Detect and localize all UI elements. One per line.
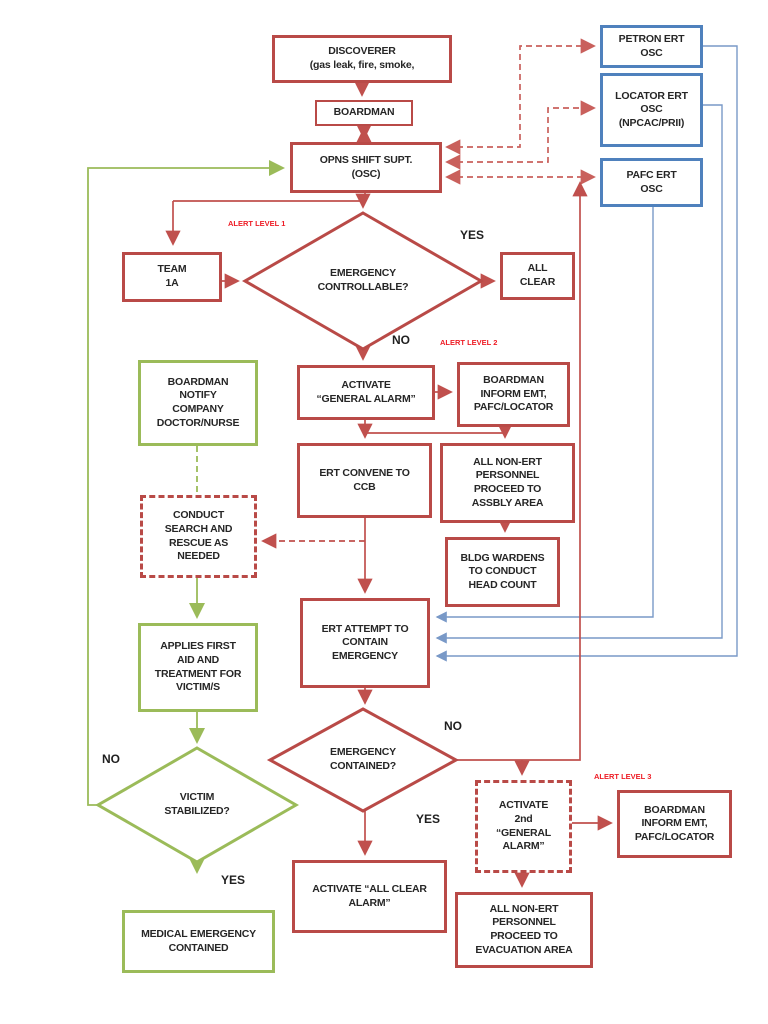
node-applies-first-aid: APPLIES FIRST AID AND TREATMENT FOR VICT… <box>138 623 258 712</box>
decision-victim-stabilized-label: VICTIM STABILIZED? <box>164 791 230 817</box>
label-no-contained: NO <box>444 719 462 733</box>
diamond-emergency-contained <box>266 707 460 813</box>
label-yes-stabilized: YES <box>221 873 246 887</box>
label-alert-level-1: ALERT LEVEL 1 <box>228 219 286 228</box>
decision-emergency-controllable-label: EMERGENCY CONTROLLABLE? <box>317 267 409 293</box>
label-alert-level-3: ALERT LEVEL 3 <box>594 772 652 781</box>
label-yes-controllable: YES <box>460 228 485 242</box>
node-ert-convene-ccb: ERT CONVENE TO CCB <box>297 443 432 518</box>
node-petron-ert-osc: PETRON ERT OSC <box>600 25 703 68</box>
node-all-non-ert-assbly: ALL NON-ERT PERSONNEL PROCEED TO ASSBLY … <box>440 443 575 523</box>
node-conduct-search-rescue: CONDUCT SEARCH AND RESCUE AS NEEDED <box>140 495 257 578</box>
node-boardman-notify-doctor: BOARDMAN NOTIFY COMPANY DOCTOR/NURSE <box>138 360 258 446</box>
label-alert-level-2: ALERT LEVEL 2 <box>440 338 498 347</box>
node-locator-ert-osc: LOCATOR ERT OSC (NPCAC/PRII) <box>600 73 703 147</box>
node-all-non-ert-evacuation: ALL NON-ERT PERSONNEL PROCEED TO EVACUAT… <box>455 892 593 968</box>
node-bldg-wardens: BLDG WARDENS TO CONDUCT HEAD COUNT <box>445 537 560 607</box>
label-no-controllable: NO <box>392 333 410 347</box>
label-yes-contained: YES <box>416 812 441 826</box>
green-medical-lines <box>87 159 286 875</box>
node-discoverer: DISCOVERER (gas leak, fire, smoke, <box>272 35 452 83</box>
node-pafc-ert-osc: PAFC ERT OSC <box>600 158 703 207</box>
label-no-stabilized: NO <box>102 752 120 766</box>
decision-emergency-contained-label: EMERGENCY CONTAINED? <box>329 746 397 772</box>
node-boardman: BOARDMAN <box>315 100 413 126</box>
node-all-clear: ALL CLEAR <box>500 252 575 300</box>
node-boardman-inform-emt-2: BOARDMAN INFORM EMT, PAFC/LOCATOR <box>617 790 732 858</box>
node-activate-all-clear-alarm: ACTIVATE “ALL CLEAR ALARM” <box>292 860 447 933</box>
diamond-emergency-controllable <box>241 211 485 351</box>
node-team-1a: TEAM 1A <box>122 252 222 302</box>
node-medical-emergency-contained: MEDICAL EMERGENCY CONTAINED <box>122 910 275 973</box>
diamond-victim-stabilized <box>94 746 300 864</box>
node-boardman-inform-emt-1: BOARDMAN INFORM EMT, PAFC/LOCATOR <box>457 362 570 427</box>
node-opns-shift-supt: OPNS SHIFT SUPT. (OSC) <box>290 142 442 193</box>
node-ert-attempt-contain: ERT ATTEMPT TO CONTAIN EMERGENCY <box>300 598 430 688</box>
node-activate-2nd-general-alarm: ACTIVATE 2nd “GENERAL ALARM” <box>475 780 572 873</box>
node-activate-general-alarm: ACTIVATE “GENERAL ALARM” <box>297 365 435 420</box>
dashed-comm-lines <box>445 38 596 185</box>
